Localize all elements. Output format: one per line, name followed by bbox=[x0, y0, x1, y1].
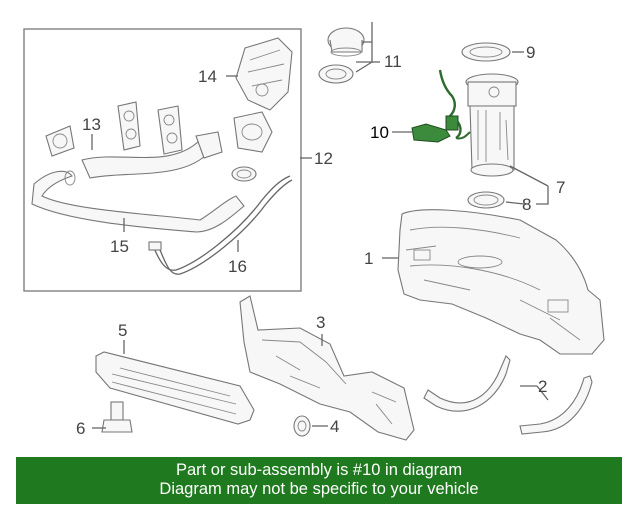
part-11-fuel-cap[interactable] bbox=[327, 27, 365, 57]
part-6-bolt[interactable] bbox=[101, 401, 133, 433]
part-14-heat-shield[interactable] bbox=[235, 37, 293, 111]
part-11-seal[interactable] bbox=[318, 64, 354, 84]
callout-12: 12 bbox=[314, 149, 333, 168]
callout-4: 4 bbox=[330, 417, 339, 436]
callout-6: 6 bbox=[76, 419, 85, 438]
hose-clamp[interactable] bbox=[231, 166, 257, 182]
banner-line-1: Part or sub-assembly is #10 in diagram bbox=[175, 461, 463, 479]
callout-11: 11 bbox=[384, 52, 402, 71]
part-2-strap-left[interactable] bbox=[423, 355, 511, 412]
callout-2: 2 bbox=[538, 377, 547, 396]
bracket-b[interactable] bbox=[157, 105, 183, 155]
fuel-system-diagram: 1 2 3 4 5 6 7 8 9 10 11 12 13 14 15 16 bbox=[23, 22, 605, 441]
part-13-clamp[interactable] bbox=[45, 125, 75, 157]
part-8-seal[interactable] bbox=[467, 191, 505, 209]
notice-banner: Part or sub-assembly is #10 in diagram D… bbox=[16, 457, 622, 504]
leader-lines bbox=[91, 22, 549, 429]
part-1-fuel-tank[interactable] bbox=[397, 209, 605, 355]
bracket-a[interactable] bbox=[117, 101, 141, 151]
part-5-shield[interactable] bbox=[95, 351, 255, 425]
callout-8: 8 bbox=[522, 195, 531, 214]
callout-3: 3 bbox=[316, 313, 325, 332]
callout-5: 5 bbox=[118, 321, 127, 340]
callout-14: 14 bbox=[198, 67, 217, 86]
part-4-grommet[interactable] bbox=[293, 415, 311, 437]
filler-neck-flange[interactable] bbox=[233, 111, 273, 153]
inset-box-12 bbox=[23, 28, 302, 292]
part-2-strap-right[interactable] bbox=[519, 375, 593, 435]
callout-13: 13 bbox=[82, 115, 101, 134]
callout-15: 15 bbox=[110, 237, 129, 256]
banner-line-2: Diagram may not be specific to your vehi… bbox=[159, 480, 479, 498]
callout-10: 10 bbox=[370, 123, 389, 142]
part-16-vapor-line[interactable] bbox=[148, 175, 293, 275]
callout-7: 7 bbox=[556, 178, 565, 197]
part-10-wiring-harness[interactable] bbox=[411, 69, 471, 143]
part-3-skid-plate[interactable] bbox=[239, 295, 415, 441]
part-7-fuel-pump-module[interactable] bbox=[465, 73, 519, 177]
callout-9: 9 bbox=[526, 43, 535, 62]
part-15-vent-hose[interactable] bbox=[31, 170, 245, 233]
part-9-lock-ring[interactable] bbox=[461, 42, 511, 62]
callout-16: 16 bbox=[228, 257, 247, 276]
filler-hose[interactable] bbox=[81, 131, 223, 179]
callout-1: 1 bbox=[364, 249, 373, 268]
